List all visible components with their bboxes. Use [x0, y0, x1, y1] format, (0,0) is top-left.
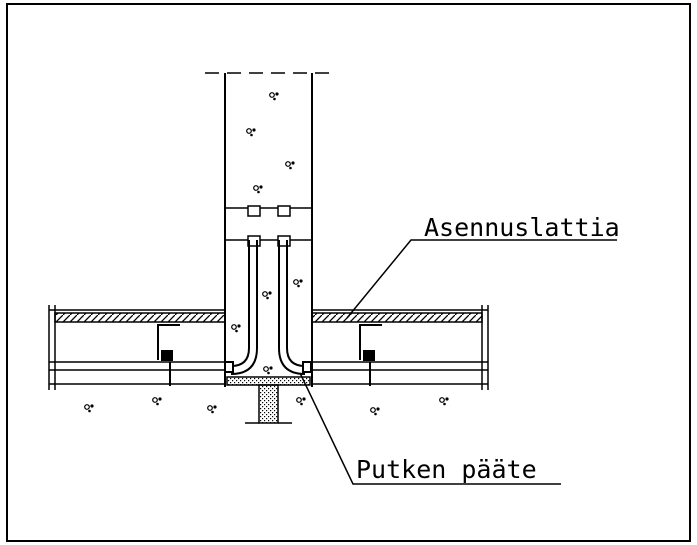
- pipe-left: [224, 240, 258, 375]
- drawing-frame: [6, 3, 691, 542]
- right-floor-slab: [311, 305, 489, 390]
- concrete-wall: [205, 72, 333, 387]
- pipe-right: [278, 240, 312, 375]
- left-support-bracket: [157, 324, 180, 386]
- leader-line-raised-floor: [346, 239, 617, 319]
- left-floor-slab: [48, 305, 226, 390]
- wall-opening: [224, 205, 313, 247]
- label-raised-floor: Asennuslattia: [424, 213, 620, 242]
- base-sealant: [226, 376, 311, 386]
- right-floor-hatch: [311, 312, 483, 323]
- right-support-bracket: [359, 324, 382, 386]
- left-floor-hatch: [54, 312, 226, 323]
- base-drain-stub: [258, 384, 279, 424]
- leader-line-pipe-end: [299, 372, 561, 485]
- aggregate-symbols: [84, 91, 450, 416]
- label-pipe-end: Putken pääte: [356, 455, 537, 484]
